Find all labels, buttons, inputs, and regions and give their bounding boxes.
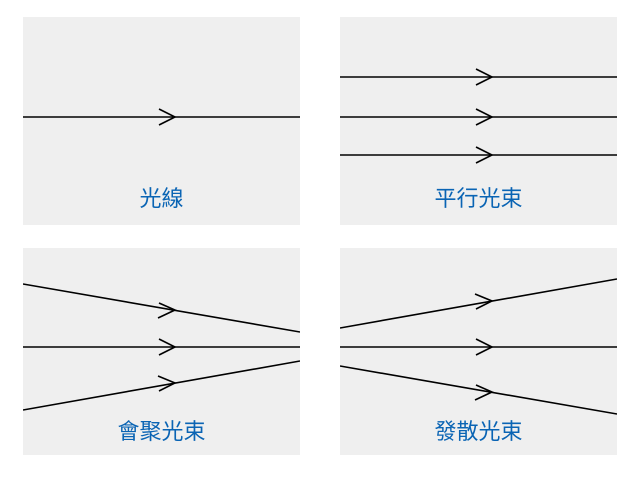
arrow-head — [475, 146, 494, 164]
ray-line — [23, 360, 300, 411]
arrow-head — [474, 384, 494, 401]
panel-label: 發散光束 — [434, 420, 523, 445]
ray-diagram — [23, 283, 300, 411]
arrow-head — [158, 338, 177, 356]
panel-label: 光線 — [139, 187, 184, 212]
arrow-head — [475, 108, 494, 126]
ray-diagram — [340, 68, 617, 164]
panel-parallel-beam: 平行光束 — [340, 17, 617, 225]
arrow-head — [475, 68, 494, 86]
arrow-head — [157, 375, 177, 392]
arrow-head — [157, 302, 177, 319]
panel-converging-beam: 會聚光束 — [23, 248, 300, 455]
arrow-head — [474, 293, 494, 310]
ray-line — [23, 283, 300, 333]
ray-diagram — [340, 278, 617, 415]
panel-label: 會聚光束 — [117, 420, 206, 445]
arrow-head — [475, 338, 494, 356]
panel-label: 平行光束 — [434, 187, 523, 212]
arrow-head — [158, 108, 177, 126]
ray-diagram — [23, 108, 300, 126]
panel-diverging-beam: 發散光束 — [340, 248, 617, 455]
panel-light-ray: 光線 — [23, 17, 300, 225]
ray-line — [340, 365, 617, 415]
ray-line — [340, 278, 617, 329]
